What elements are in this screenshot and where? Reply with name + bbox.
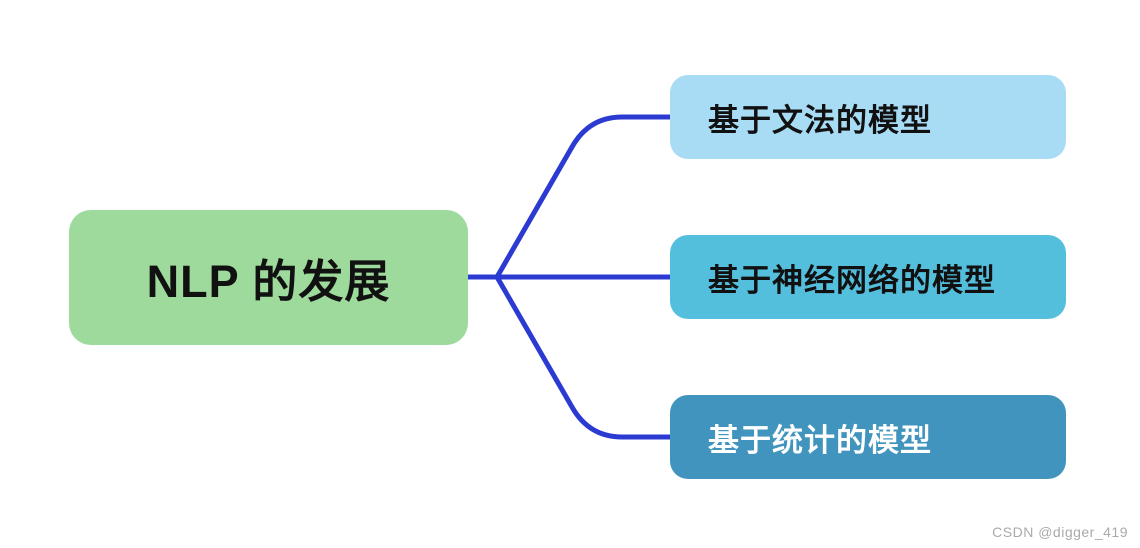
root-node-nlp-development[interactable]: NLP 的发展 — [69, 210, 468, 345]
connector-bottom-branch — [494, 275, 670, 440]
csdn-watermark: CSDN @digger_419 — [992, 524, 1128, 540]
root-node-label: NLP 的发展 — [146, 256, 391, 307]
branch-node-neural-network-model[interactable]: 基于神经网络的模型 — [670, 235, 1066, 319]
branch-node-statistical-model[interactable]: 基于统计的模型 — [670, 395, 1066, 479]
connector-top-branch — [494, 114, 670, 279]
branch-node-label: 基于统计的模型 — [708, 422, 932, 458]
branch-node-grammar-model[interactable]: 基于文法的模型 — [670, 75, 1066, 159]
branch-node-label: 基于神经网络的模型 — [708, 262, 996, 298]
branch-node-label: 基于文法的模型 — [708, 102, 932, 138]
